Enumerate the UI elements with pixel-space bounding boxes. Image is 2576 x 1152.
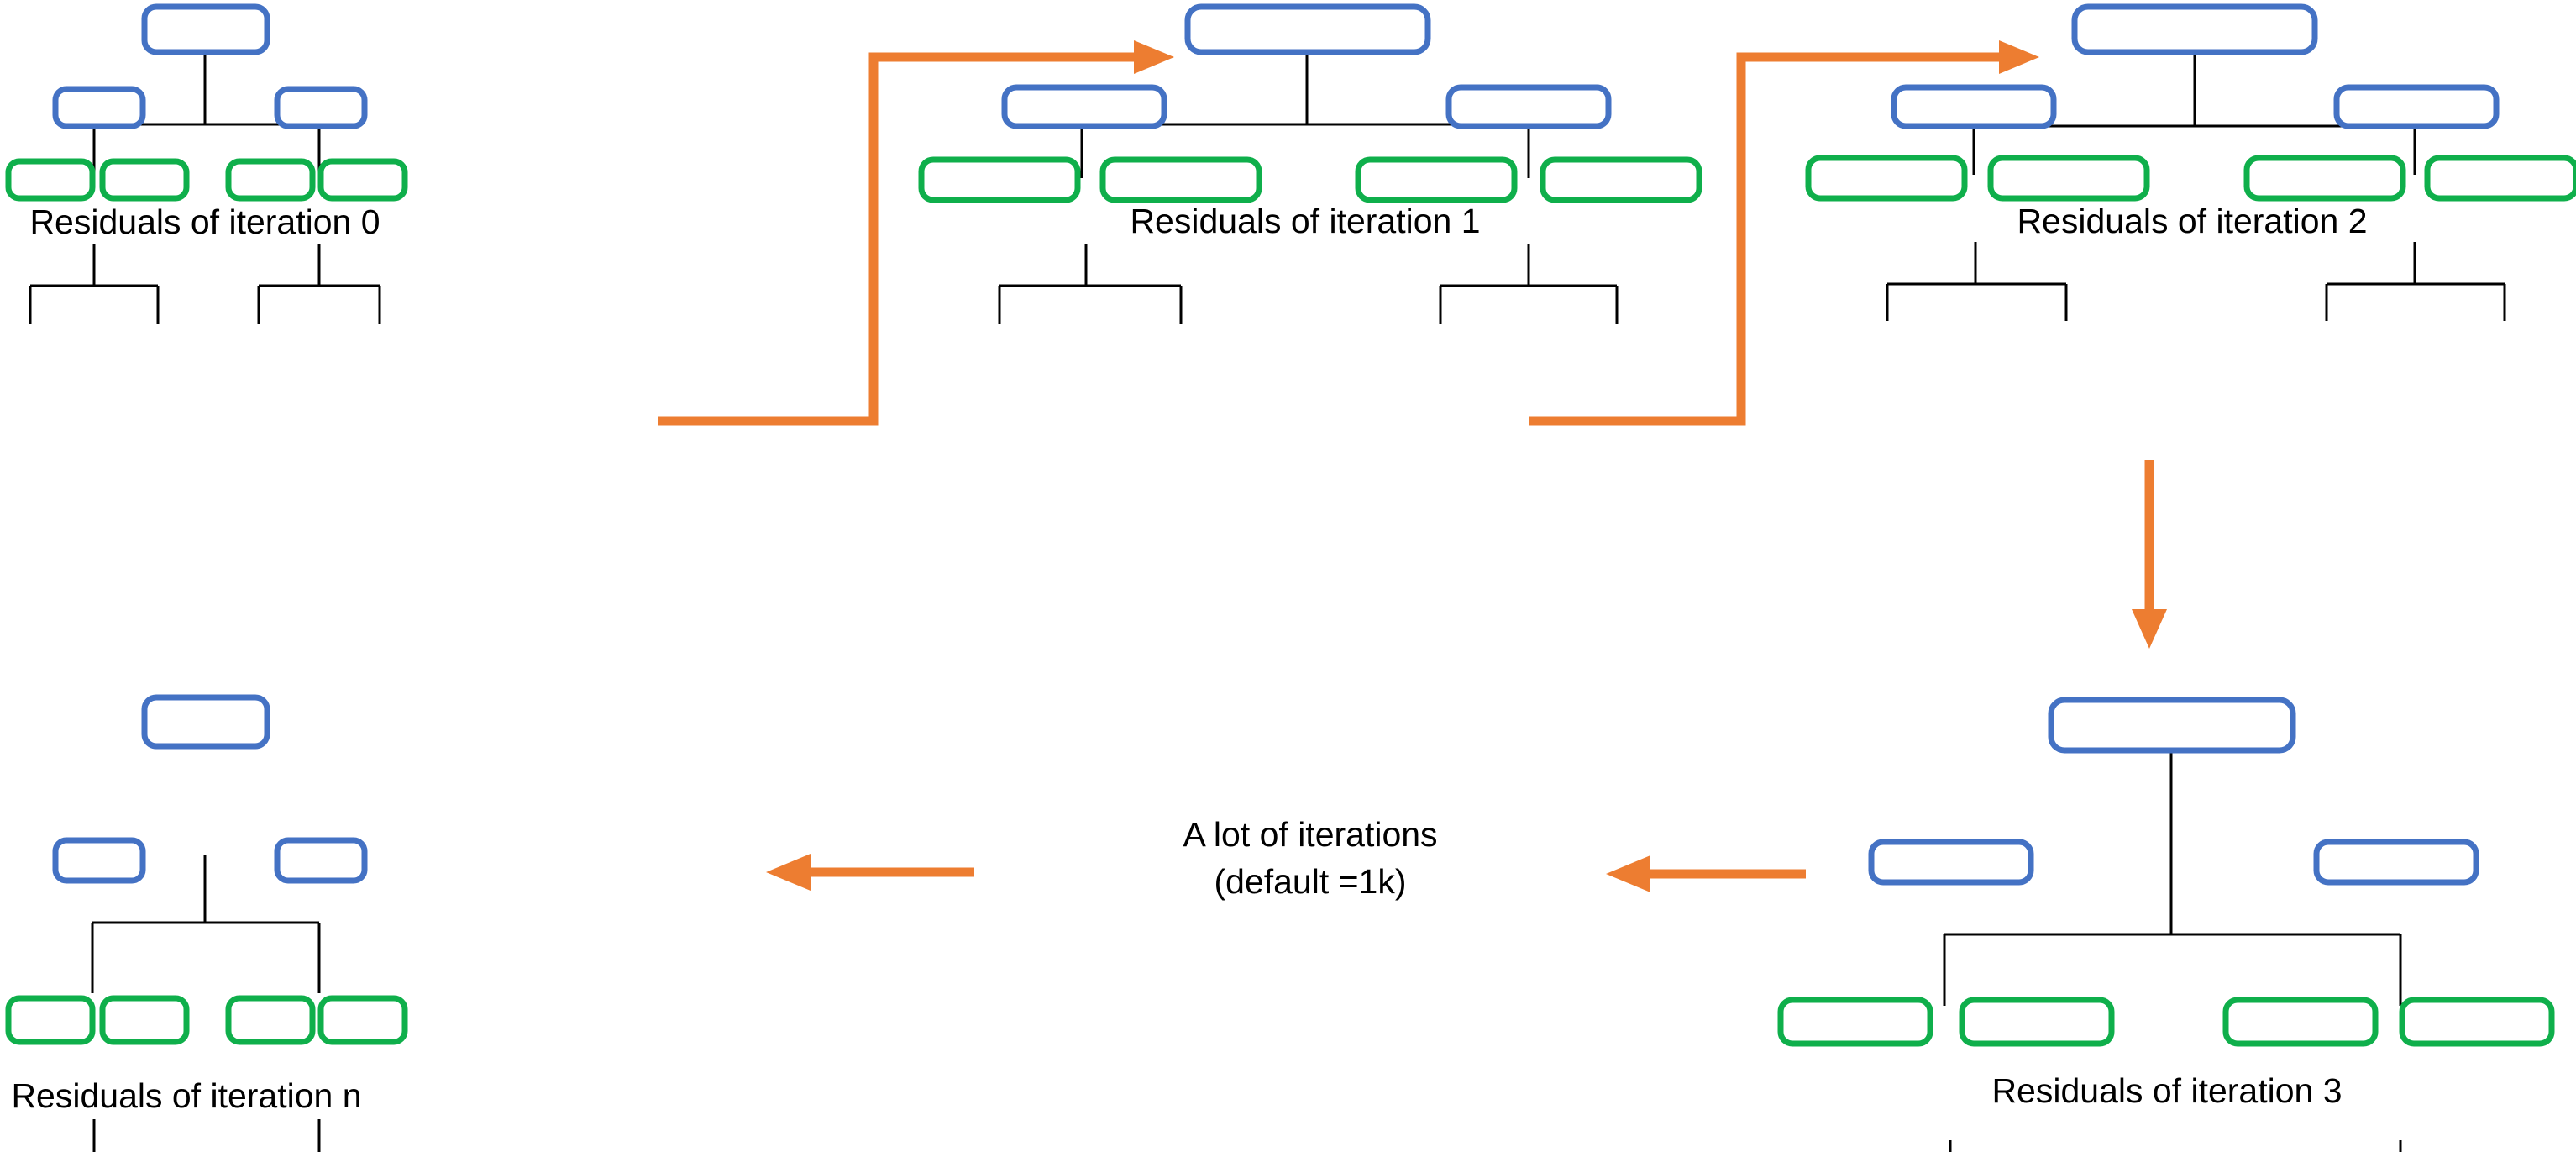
flow-arrow-note-to-treen: [766, 854, 974, 891]
tree-0-caption: Residuals of iteration 0: [29, 203, 380, 241]
tree-0-root-node: [141, 3, 270, 55]
tree-2-caption: Residuals of iteration 2: [2017, 202, 2367, 240]
tree-3-edge-left-branch: [1949, 1140, 1952, 1152]
flow-arrow-note-to-treen-head-icon: [766, 854, 811, 891]
tree-n-edge-right-branch: [317, 1119, 321, 1152]
tree-n-caption: Residuals of iteration n: [11, 1076, 361, 1115]
tree-n-internal-node-left: [52, 837, 146, 884]
tree-n-internal-node-right: [274, 837, 368, 884]
tree-2-leaf-node-3: [2243, 155, 2406, 202]
tree-1-leaf-node-4: [1540, 156, 1702, 203]
flow-arrow-tree1-to-tree2: [1529, 40, 2039, 426]
tree-0-leaf-node-1: [5, 158, 96, 202]
flow-arrow-tree0-to-tree1-head-icon: [1134, 40, 1174, 74]
tree-1-leaf-node-1: [918, 156, 1081, 203]
tree-1: Residuals of iteration 1: [918, 3, 1702, 324]
tree-3-edges: [1943, 718, 2402, 1152]
tree-2-internal-node-left: [1891, 84, 2057, 129]
tree-1-leaf-node-3: [1355, 156, 1518, 203]
tree-1-internal-node-right: [1445, 84, 1612, 129]
tree-2-edge-root-level: [1972, 52, 2416, 175]
tree-n-leaf-node-1: [5, 995, 96, 1045]
iterations-note-line-2: (default =1k): [1214, 862, 1406, 901]
flow-arrow-tree1-to-tree2-head-icon: [1999, 40, 2039, 74]
flow-arrow-tree3-to-note: [1606, 855, 1806, 892]
tree-0-edge-right-branch: [257, 244, 381, 324]
tree-0-leaf-node-4: [317, 158, 408, 202]
tree-0-internal-node-left: [52, 86, 146, 129]
flow-arrow-tree0-to-tree1: [658, 40, 1174, 426]
tree-0-internal-node-right: [274, 86, 368, 129]
tree-0-leaf-node-3: [225, 158, 316, 202]
tree-0-edges: [29, 52, 381, 324]
tree-3-leaf-node-4: [2399, 997, 2555, 1047]
tree-n-leaf-node-4: [317, 995, 408, 1045]
tree-1-edge-right-branch: [1439, 244, 1619, 324]
tree-1-edges: [998, 52, 1619, 324]
flow-arrow-tree3-to-note-head-icon: [1606, 855, 1650, 892]
tree-2-internal-node-right: [2333, 84, 2500, 129]
tree-0: Residuals of iteration 0: [5, 3, 408, 324]
flow-arrow-tree0-to-tree1-path: [658, 52, 1138, 426]
tree-3-caption: Residuals of iteration 3: [1991, 1071, 2342, 1110]
tree-n-leaf-node-3: [225, 995, 316, 1045]
tree-3-root-node: [2048, 697, 2296, 754]
tree-1-leaf-node-2: [1099, 156, 1262, 203]
tree-3-leaf-node-1: [1777, 997, 1933, 1047]
tree-0-leaf-node-2: [99, 158, 190, 202]
tree-n: Residuals of iteration n: [5, 694, 408, 1152]
tree-2: Residuals of iteration 2: [1805, 3, 2576, 321]
tree-0-edge-root-level: [92, 52, 321, 178]
tree-1-root-node: [1184, 3, 1431, 55]
iterations-note: A lot of iterations (default =1k): [1183, 815, 1437, 901]
tree-3: Residuals of iteration 3: [1777, 697, 2555, 1152]
tree-n-leaf-node-2: [99, 995, 190, 1045]
tree-3-leaf-node-3: [2222, 997, 2379, 1047]
tree-n-edge-left-branch: [92, 1119, 96, 1152]
tree-n-edges: [91, 855, 321, 1152]
tree-2-leaf-node-4: [2424, 155, 2576, 202]
tree-2-edges: [1886, 52, 2506, 321]
tree-1-edge-left-branch: [998, 244, 1183, 324]
tree-2-edge-right-branch: [2325, 242, 2506, 321]
tree-2-edge-left-branch: [1886, 242, 2068, 321]
tree-n-root-node: [141, 694, 270, 750]
tree-2-leaf-node-1: [1805, 155, 1968, 202]
tree-2-leaf-node-2: [1987, 155, 2150, 202]
tree-1-internal-node-left: [1001, 84, 1167, 129]
flow-arrow-tree2-to-tree3-head-icon: [2132, 609, 2167, 649]
tree-n-edge-root-level: [91, 855, 321, 993]
flow-arrow-tree2-to-tree3: [2132, 460, 2167, 649]
tree-0-edge-left-branch: [29, 244, 160, 324]
flow-arrow-tree1-to-tree2-path: [1529, 52, 2003, 426]
tree-3-internal-node-left: [1868, 839, 2034, 886]
tree-2-root-node: [2071, 3, 2318, 55]
tree-3-edge-right-branch: [2399, 1140, 2402, 1152]
tree-1-caption: Residuals of iteration 1: [1130, 202, 1480, 240]
tree-3-edge-root-level: [1943, 718, 2402, 1006]
iterations-note-line-1: A lot of iterations: [1183, 815, 1437, 854]
tree-1-edge-root-level: [1080, 52, 1530, 178]
tree-3-leaf-node-2: [1959, 997, 2115, 1047]
tree-3-internal-node-right: [2313, 839, 2479, 886]
